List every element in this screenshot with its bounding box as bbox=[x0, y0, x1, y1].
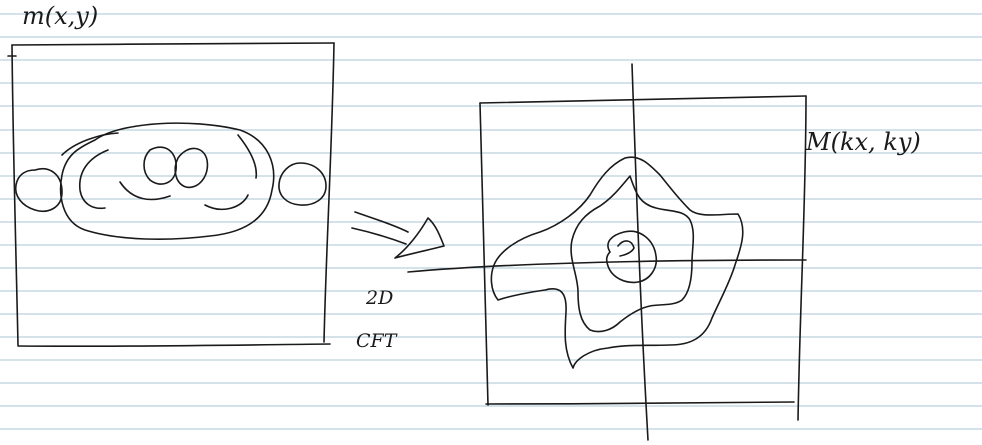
frequency-image-label: M(kx, ky) bbox=[806, 128, 921, 156]
left-small-circle bbox=[16, 169, 62, 211]
spatial-image-label: m(x,y) bbox=[22, 2, 98, 30]
transform-arrow-icon bbox=[352, 212, 444, 258]
frequency-image-frame bbox=[480, 96, 806, 420]
spatial-image-frame bbox=[8, 43, 334, 346]
ruled-lines bbox=[0, 14, 982, 429]
frequency-axes bbox=[408, 64, 806, 440]
transform-label-2d: 2D bbox=[366, 287, 393, 309]
transform-label-cft: CFT bbox=[356, 330, 396, 352]
